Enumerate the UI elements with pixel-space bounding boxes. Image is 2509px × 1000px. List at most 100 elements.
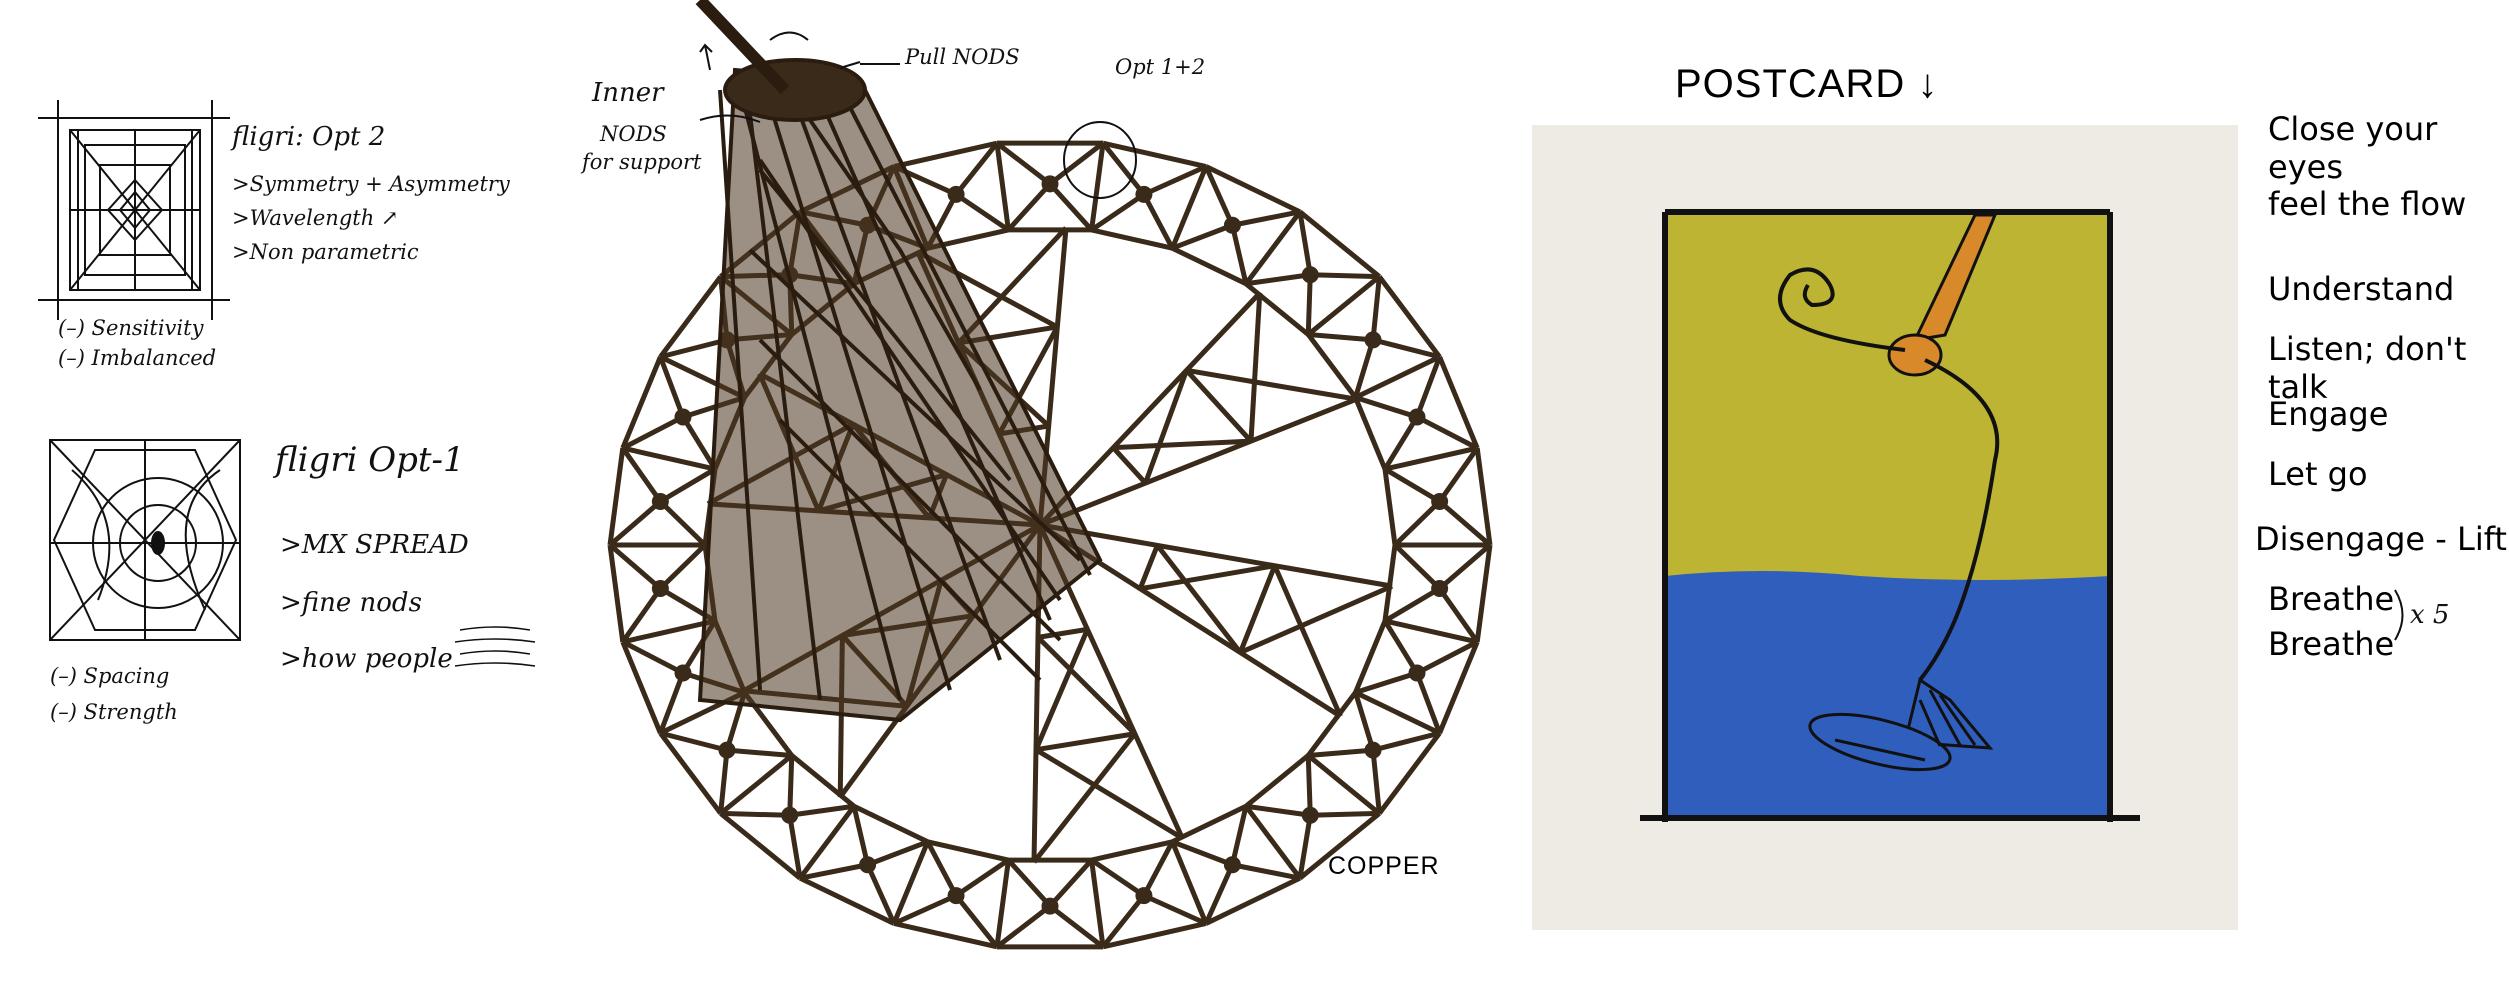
meditation-step: Breathe [2268, 580, 2395, 618]
ring-strut [1474, 544, 1493, 643]
ring-strut [1384, 445, 1478, 472]
ring-node [1364, 741, 1382, 759]
ring-strut [1415, 414, 1479, 451]
pull-nods-label: Pull NODS [905, 45, 1020, 69]
postcard-title-text: POSTCARD [1675, 62, 1906, 106]
ring-strut [719, 811, 802, 881]
ring-strut [927, 839, 1009, 863]
ring-strut [954, 894, 999, 949]
spoke-strut [1032, 732, 1137, 864]
ring-strut [621, 639, 685, 676]
ring-strut [1245, 272, 1311, 287]
ring-strut [1353, 620, 1388, 694]
ring-node [651, 580, 669, 598]
spoke-strut [1038, 291, 1262, 527]
postcard-rope-tail [1918, 358, 2000, 682]
ring-strut [1354, 354, 1441, 400]
ring-strut [1089, 142, 1106, 231]
ring-strut [865, 863, 897, 925]
ring-strut [1231, 862, 1301, 881]
spoke-strut [1033, 628, 1090, 751]
ring-strut [1243, 804, 1302, 880]
ring-strut [1384, 618, 1478, 645]
meditation-step: Let go [2268, 455, 2368, 493]
ring-strut [787, 755, 795, 816]
spoke-strut [1039, 522, 1393, 589]
ring-strut [719, 753, 794, 816]
opt1-bullet: >MX SPREAD [280, 530, 469, 560]
ring-strut [1383, 466, 1441, 504]
spoke-strut [1186, 367, 1357, 402]
spoke-strut [1248, 292, 1263, 442]
postcard-rope [1778, 267, 1906, 352]
ring-strut [1006, 182, 1052, 232]
ring-strut [925, 840, 959, 897]
ring-strut [1372, 337, 1441, 360]
ring-strut [1437, 587, 1480, 644]
ring-node [1301, 806, 1319, 824]
ring-strut [1204, 875, 1302, 926]
opt1-bullet: >how people [280, 644, 453, 674]
inner-nods-label: for support [582, 150, 702, 174]
ring-strut [787, 814, 803, 879]
spoke-strut [1237, 564, 1278, 654]
ring-strut [1382, 544, 1398, 622]
ring-strut [789, 803, 855, 818]
ring-strut [1382, 619, 1420, 675]
spoke-strut [1039, 396, 1358, 528]
handle-rod [695, 0, 790, 95]
ring-strut [607, 447, 626, 546]
ring-node [1223, 856, 1241, 874]
ring-node [947, 887, 965, 905]
ring-strut [658, 499, 707, 547]
spoke-strut [1137, 544, 1160, 590]
spoke-strut [1034, 747, 1184, 841]
ring-strut [1306, 753, 1381, 816]
ring-strut [658, 731, 723, 815]
ring-node [947, 185, 965, 203]
ring-strut [798, 804, 857, 880]
ring-strut [893, 140, 998, 169]
ring-strut [1372, 730, 1441, 753]
ring-strut [1414, 672, 1442, 735]
ring-strut [1101, 894, 1146, 949]
ring-strut [1383, 586, 1441, 624]
opt1-sketch [49, 439, 241, 641]
meditation-step: Listen; don't talk [2268, 330, 2467, 406]
spoke-strut [1155, 543, 1243, 655]
spoke-strut [1036, 635, 1137, 736]
ring-strut [1171, 222, 1234, 251]
ring-strut [620, 446, 663, 503]
ring-strut [893, 921, 998, 950]
ring-strut [659, 337, 728, 360]
ring-strut [790, 753, 856, 809]
ring-strut [1353, 691, 1376, 751]
ring-strut [1382, 415, 1420, 471]
ring-strut [1048, 858, 1094, 908]
ring-strut [680, 415, 718, 471]
annotation-arrows [699, 31, 1137, 199]
spoke-strut [1035, 731, 1136, 753]
ring-strut [1243, 210, 1302, 286]
ring-strut [1089, 859, 1106, 948]
ring-strut [1090, 858, 1146, 898]
ring-strut [1204, 164, 1302, 215]
ring-strut [1437, 446, 1480, 503]
ring-strut [1048, 182, 1094, 232]
ring-strut [1171, 839, 1234, 868]
ring-node [674, 408, 692, 426]
postcard-mini-sculpture [1808, 677, 1994, 772]
ring-strut [1203, 863, 1235, 925]
ring-strut [1298, 209, 1381, 279]
ring-strut [1370, 276, 1382, 341]
postcard-water [1665, 571, 2110, 818]
meditation-step: Breathe [2268, 625, 2395, 663]
ring-strut [1438, 499, 1492, 547]
spoke-strut [1111, 445, 1148, 485]
ring-strut [1101, 141, 1146, 196]
postcard-arm [1912, 213, 1998, 342]
ring-strut [1305, 755, 1313, 816]
opt-label: Opt 1+2 [1115, 55, 1206, 79]
